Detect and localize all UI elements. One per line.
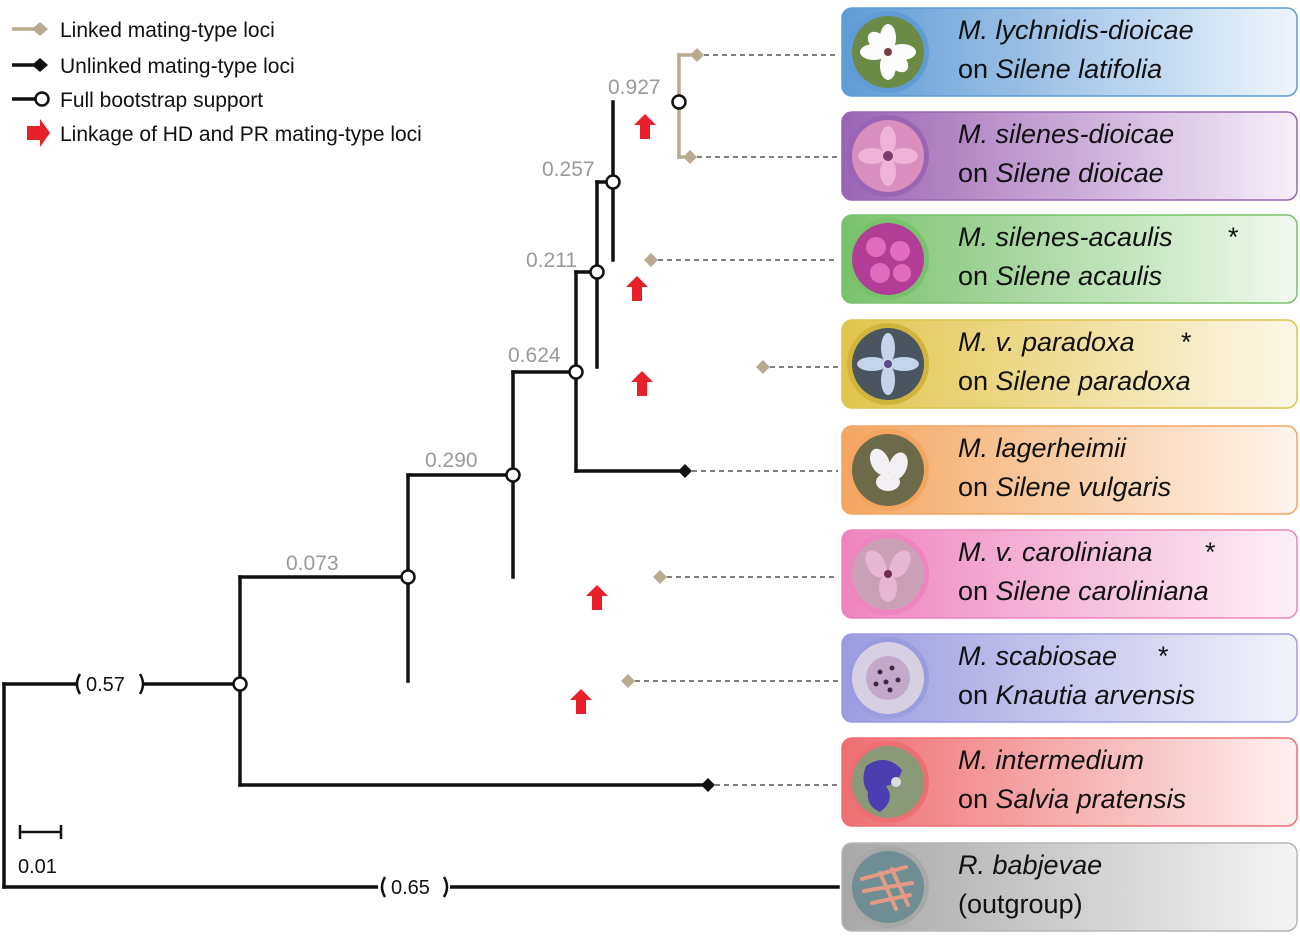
support-value: 0.290	[425, 449, 478, 472]
scale-bar: 0.01	[18, 825, 63, 878]
red-arrow-icon	[586, 585, 608, 610]
red-arrow-icon	[634, 114, 656, 139]
asterisk-mark: *	[1181, 327, 1192, 357]
red-arrow-icon	[570, 689, 592, 714]
linked-diamond-icon	[32, 22, 48, 36]
support-value: 0.211	[526, 249, 577, 272]
taxon-host: on Knautia arvensis	[958, 680, 1195, 710]
node-circle	[232, 676, 248, 692]
node-circle	[400, 569, 416, 585]
taxon-4: M. lagerheimii on Silene vulgaris	[841, 425, 1298, 515]
branch-break-065: 0.65	[378, 875, 450, 899]
asterisk-mark: *	[1205, 537, 1216, 567]
break-label-057: 0.57	[86, 674, 125, 696]
open-circle-icon	[34, 91, 50, 107]
node-circle	[589, 264, 605, 280]
unlinked-diamond-icon	[678, 464, 692, 478]
legend-linked: Linked mating-type loci	[12, 19, 275, 42]
node-circle	[505, 467, 521, 483]
taxon-2: M. silenes-acaulis * on Silene acaulis	[841, 214, 1298, 304]
taxon-host: on Silene dioicae	[958, 158, 1164, 188]
taxon-8: R. babjevae (outgroup)	[841, 842, 1298, 932]
legend-bootstrap: Full bootstrap support	[12, 89, 263, 112]
linked-diamond-icon	[621, 674, 635, 688]
taxon-host: on Silene latifolia	[958, 54, 1162, 84]
node-circle	[568, 364, 584, 380]
unlinked-diamond-icon	[32, 58, 48, 72]
taxon-host: on Silene caroliniana	[958, 576, 1209, 606]
taxon-species: R. babjevae	[958, 850, 1102, 880]
branch-break-057: 0.57	[75, 672, 145, 696]
linked-diamond-icon	[756, 360, 770, 374]
taxon-host: (outgroup)	[958, 889, 1083, 919]
break-label-065: 0.65	[391, 877, 430, 899]
taxon-host: on Silene vulgaris	[958, 472, 1171, 502]
taxon-species: M. intermedium	[958, 745, 1144, 775]
host-plant-photo	[852, 223, 924, 295]
red-arrow-icon	[631, 371, 653, 396]
linked-diamond-icon	[644, 253, 658, 267]
red-arrow-icon	[27, 119, 50, 147]
legend-linked-label: Linked mating-type loci	[60, 19, 275, 42]
taxon-host: on Silene acaulis	[958, 261, 1162, 291]
legend: Linked mating-type loci Unlinked mating-…	[12, 19, 422, 147]
taxon-1: M. silenes-dioicae on Silene dioicae	[841, 111, 1298, 201]
node-circle	[605, 174, 621, 190]
linkage-arrows	[570, 114, 656, 714]
taxon-6: M. scabiosae * on Knautia arvensis	[841, 633, 1298, 723]
legend-unlinked: Unlinked mating-type loci	[12, 55, 295, 78]
scale-label: 0.01	[18, 856, 57, 878]
taxon-species: M. silenes-acaulis	[958, 222, 1173, 252]
legend-linkage: Linkage of HD and PR mating-type loci	[27, 119, 422, 147]
taxon-7: M. intermedium on Salvia pratensis	[841, 737, 1298, 827]
linked-diamond-icon	[690, 48, 704, 62]
bootstrap-nodes	[232, 94, 687, 692]
tip-markers	[621, 48, 770, 792]
taxon-5: M. v. caroliniana * on Silene carolinian…	[841, 529, 1298, 619]
unlinked-diamond-icon	[701, 778, 715, 792]
node-circle	[671, 94, 687, 110]
taxon-0: M. lychnidis-dioicae on Silene latifolia	[841, 7, 1298, 97]
taxon-host: on Salvia pratensis	[958, 784, 1186, 814]
taxon-species: M. lychnidis-dioicae	[958, 15, 1194, 45]
asterisk-mark: *	[1158, 641, 1169, 671]
linked-diamond-icon	[653, 570, 667, 584]
support-value: 0.073	[286, 552, 339, 575]
support-value: 0.257	[542, 158, 595, 181]
legend-unlinked-label: Unlinked mating-type loci	[60, 55, 295, 78]
taxon-species: M. v. caroliniana	[958, 537, 1153, 567]
taxon-species: M. lagerheimii	[958, 433, 1127, 463]
taxon-host: on Silene paradoxa	[958, 366, 1191, 396]
red-arrow-icon	[626, 276, 648, 301]
taxon-species: M. scabiosae	[958, 641, 1117, 671]
support-values: 0.927 0.257 0.211 0.624 0.290 0.073	[286, 76, 661, 575]
taxon-species: M. v. paradoxa	[958, 327, 1135, 357]
support-value: 0.927	[608, 76, 661, 99]
legend-bootstrap-label: Full bootstrap support	[60, 89, 263, 112]
support-value: 0.624	[508, 344, 561, 367]
taxon-species: M. silenes-dioicae	[958, 119, 1174, 149]
taxon-3: M. v. paradoxa * on Silene paradoxa	[841, 319, 1298, 409]
linked-diamond-icon	[683, 150, 697, 164]
asterisk-mark: *	[1228, 222, 1239, 252]
leader-lines	[635, 54, 838, 786]
legend-linkage-label: Linkage of HD and PR mating-type loci	[60, 123, 422, 146]
